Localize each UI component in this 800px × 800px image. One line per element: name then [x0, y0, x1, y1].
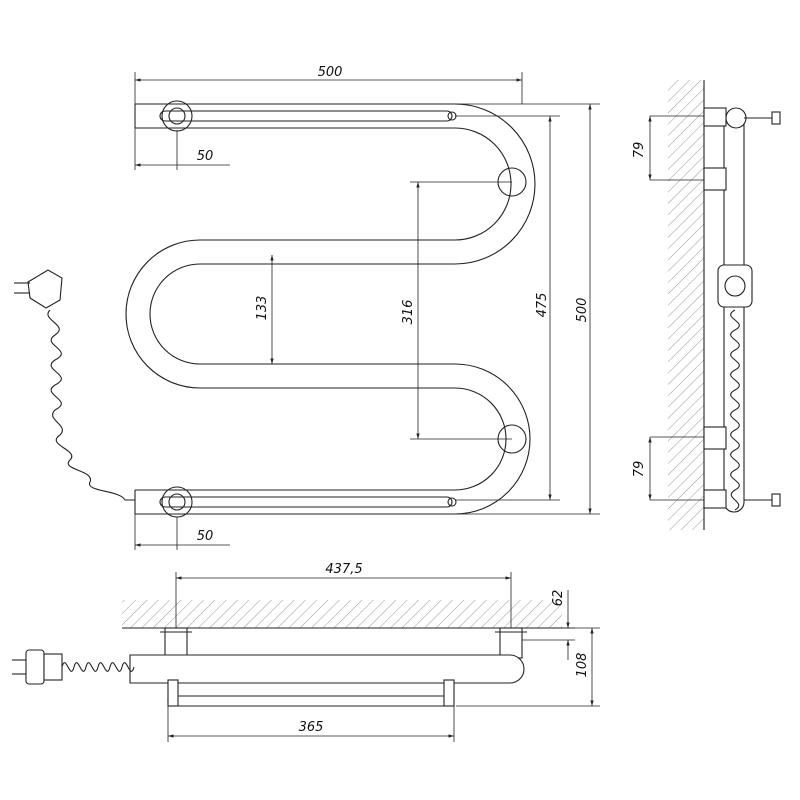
dim-depth: 108 — [575, 653, 590, 678]
coiled-cord-front — [47, 309, 135, 501]
side-mount-1 — [703, 107, 727, 127]
bottom-inner-rail — [159, 496, 453, 508]
top-view-bar-post-left — [167, 679, 179, 707]
top-view-lower-bar — [167, 695, 453, 707]
dim-mount-spacing: 437,5 — [325, 562, 362, 577]
bottom-mount-flange-inner — [168, 493, 186, 511]
power-plug-top — [12, 649, 63, 685]
front-view: 500 50 50 500 475 316 133 — [14, 65, 600, 550]
dim-mount-offset-top: 50 — [197, 149, 214, 164]
dim-side-spacing-bottom: 79 — [632, 461, 647, 478]
side-tube — [723, 111, 745, 513]
side-socket-box — [717, 264, 753, 308]
bottom-mount-flange — [161, 486, 193, 518]
top-view-bar-post-right — [443, 679, 455, 707]
top-view: 437,5 365 62 108 — [12, 562, 600, 742]
wall-hatch-top — [122, 600, 562, 628]
side-mount-4 — [703, 489, 727, 509]
dim-inner-gap: 133 — [255, 296, 270, 321]
top-mount-flange — [161, 100, 193, 132]
side-pin-top — [771, 111, 781, 125]
wall-hatch-side — [668, 80, 704, 530]
dim-height-475: 475 — [535, 293, 550, 318]
dim-side-spacing-top: 79 — [632, 142, 647, 159]
dim-width-500: 500 — [318, 65, 343, 80]
side-view: 79 79 — [632, 80, 781, 530]
bottom-rail-end — [447, 497, 457, 507]
top-view-tube — [129, 654, 525, 684]
dim-wall-offset: 62 — [551, 590, 566, 607]
dim-bar-length: 365 — [299, 720, 324, 735]
tube-outer-contour — [135, 103, 536, 515]
top-mount-flange-inner — [168, 107, 186, 125]
dim-height-500: 500 — [575, 298, 590, 323]
power-plug-front — [14, 269, 63, 309]
coiled-cord-side — [730, 309, 740, 511]
top-inner-rail — [159, 110, 453, 122]
dim-mount-offset-bottom: 50 — [197, 529, 214, 544]
coiled-cord-top — [61, 662, 135, 672]
side-mount-3 — [703, 426, 727, 450]
dim-bend-spacing: 316 — [401, 300, 416, 325]
side-socket — [724, 275, 746, 297]
tube-inner-contour — [125, 127, 512, 491]
side-mount-2 — [703, 167, 727, 191]
side-pin-bottom — [771, 493, 781, 507]
side-top-cap — [725, 107, 747, 129]
